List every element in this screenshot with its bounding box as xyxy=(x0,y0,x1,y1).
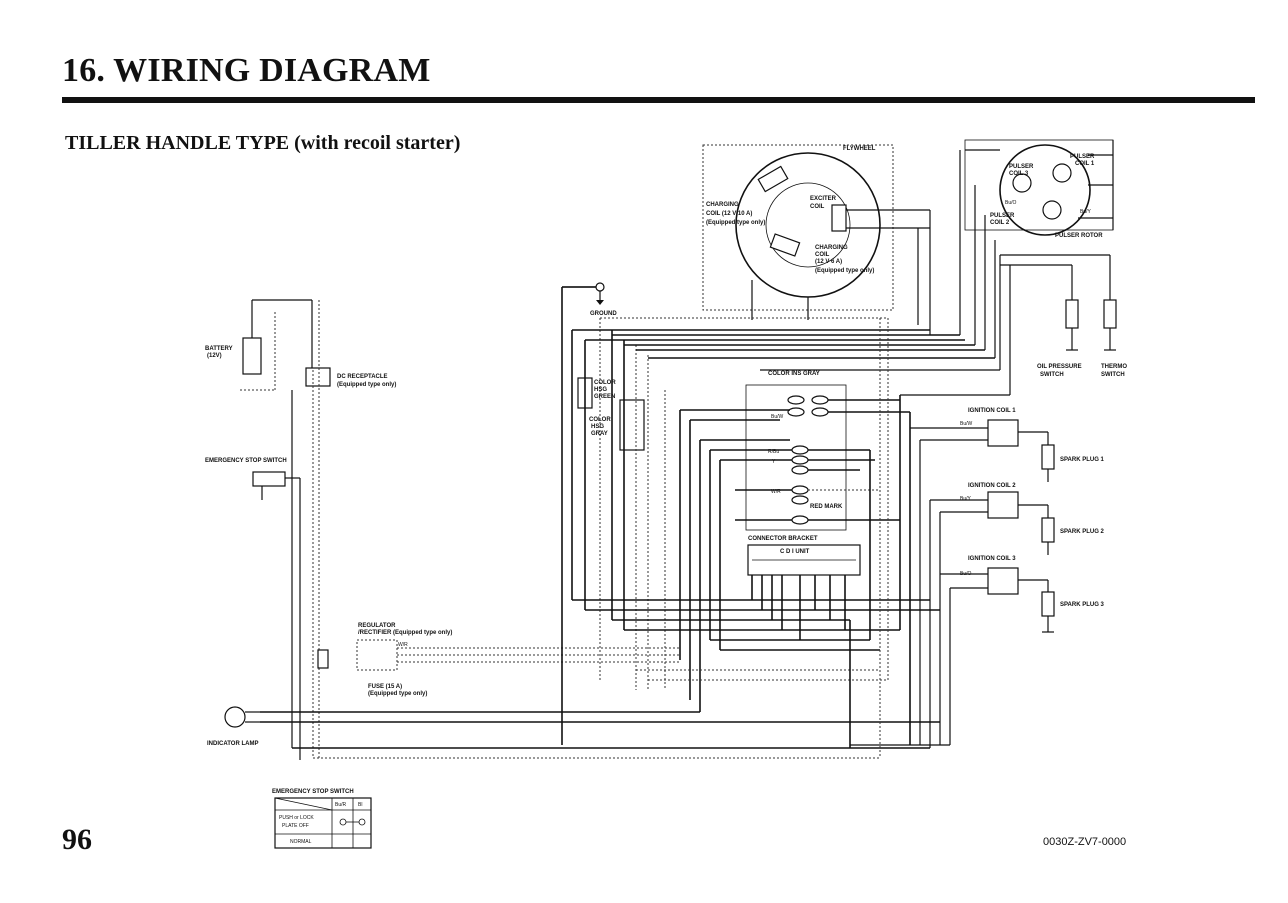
flywheel: FLYWHEEL CHARGING COIL (12 V 10 A) (Equi… xyxy=(702,144,931,335)
flywheel-label: FLYWHEEL xyxy=(843,146,876,152)
charging-coil-10a-label: CHARGING xyxy=(706,202,739,208)
ground-label: GROUND xyxy=(590,311,617,317)
switch-table-col2: Bl xyxy=(358,802,362,808)
color-hsg-green-label: COLOR xyxy=(594,380,616,386)
regulator-label: REGULATOR xyxy=(358,623,396,629)
page-title: 16. WIRING DIAGRAM xyxy=(62,52,431,89)
spark-plug-3: SPARK PLUG 3 xyxy=(1018,579,1105,633)
color-hsg-gray-label-2: HSG xyxy=(591,424,604,430)
charging-coil-6a-label-4: (Equipped type only) xyxy=(815,268,874,274)
emergency-stop-switch-label: EMERGENCY STOP SWITCH xyxy=(205,458,287,464)
ground: GROUND xyxy=(562,282,617,317)
red-mark-label: RED MARK xyxy=(810,504,843,510)
wire-code-r-bu: R/Bu xyxy=(768,449,779,455)
battery-label: BATTERY xyxy=(205,346,233,352)
page-number: 96 xyxy=(62,823,92,856)
spark-plug-3-label: SPARK PLUG 3 xyxy=(1060,602,1105,608)
pulser-assembly: PULSER COIL 3 PULSER COIL 1 PULSER COIL … xyxy=(964,139,1114,239)
ignition-coil-3-label: IGNITION COIL 3 xyxy=(968,556,1016,562)
emergency-stop-table: EMERGENCY STOP SWITCH Bu/R Bl PUSH or LO… xyxy=(272,789,372,849)
pulser-coil-2-label-2: COIL 2 xyxy=(990,220,1010,226)
exciter-coil-label-2: COIL xyxy=(810,204,825,210)
wire-code-bu-y: Bu/Y xyxy=(1080,209,1092,215)
fuse-label-2: (Equipped type only) xyxy=(368,691,427,697)
switch-table-title: EMERGENCY STOP SWITCH xyxy=(272,789,354,795)
thermo-switch-label-2: SWITCH xyxy=(1101,372,1125,378)
ignition-coil-2-label: IGNITION COIL 2 xyxy=(968,483,1016,489)
oil-pressure-switch-label: OIL PRESSURE xyxy=(1037,364,1082,370)
charging-coil-6a-label-3: (12 V 6 A) xyxy=(815,259,842,265)
wire-code-bu-y-2: Bu/Y xyxy=(960,496,972,502)
switch-table-row2: NORMAL xyxy=(290,839,312,845)
switch-table-row1: PUSH or LOCK xyxy=(279,815,314,821)
switch-table-row1-2: PLATE OFF xyxy=(282,823,309,829)
pulser-coil-3-label-2: COIL 3 xyxy=(1009,171,1029,177)
wire-code-w-r: W/R xyxy=(398,642,408,648)
fuse: FUSE (15 A) (Equipped type only) xyxy=(317,649,427,697)
ignition-coil-1: IGNITION COIL 1 Bu/W xyxy=(910,408,1019,447)
document-code: 0030Z-ZV7-0000 xyxy=(1043,836,1127,848)
cdi-unit: C D I UNIT xyxy=(747,544,861,576)
regulator-label-2: /RECTIFIER (Equipped type only) xyxy=(358,630,452,636)
color-hsg-green-connector: COLOR HSG GREEN xyxy=(577,377,616,409)
wire-code-bu-w-2: Bu/W xyxy=(960,421,973,427)
emergency-stop-switch: EMERGENCY STOP SWITCH xyxy=(205,458,301,500)
pulser-coil-2-label: PULSER xyxy=(990,213,1015,219)
color-hsg-green-label-3: GREEN xyxy=(594,394,615,400)
charging-coil-10a-label-2: COIL (12 V 10 A) xyxy=(706,211,752,217)
thermo-switch: THERMO SWITCH xyxy=(1000,254,1127,378)
indicator-lamp: INDICATOR LAMP xyxy=(207,706,260,747)
wire-code-w-r-2: W/R xyxy=(771,489,781,495)
color-hsg-green-label-2: HSG xyxy=(594,387,607,393)
diagram-subtitle: TILLER HANDLE TYPE (with recoil starter) xyxy=(65,132,461,154)
spark-plug-1: SPARK PLUG 1 xyxy=(1018,431,1105,482)
ignition-coil-3: IGNITION COIL 3 Bu/O xyxy=(940,556,1019,595)
pulser-coil-3-label: PULSER xyxy=(1009,164,1034,170)
pulser-coil-1-label: PULSER xyxy=(1070,154,1095,160)
color-hsg-gray-label-3: GRAY xyxy=(591,431,608,437)
spark-plug-2: SPARK PLUG 2 xyxy=(1018,504,1105,555)
ignition-coil-1-label: IGNITION COIL 1 xyxy=(968,408,1016,414)
cdi-unit-label: C D I UNIT xyxy=(780,549,810,555)
oil-pressure-switch: OIL PRESSURE SWITCH xyxy=(1000,264,1082,378)
fuse-label: FUSE (15 A) xyxy=(368,684,402,690)
dc-receptacle: DC RECEPTACLE (Equipped type only) xyxy=(305,367,396,388)
dc-receptacle-label: DC RECEPTACLE xyxy=(337,374,388,380)
pulser-rotor-label: PULSER ROTOR xyxy=(1055,233,1103,239)
ignition-coil-2: IGNITION COIL 2 Bu/Y xyxy=(930,483,1019,519)
exciter-coil-label: EXCITER xyxy=(810,196,837,202)
spark-plug-2-label: SPARK PLUG 2 xyxy=(1060,529,1105,535)
oil-pressure-switch-label-2: SWITCH xyxy=(1040,372,1064,378)
connector-bracket xyxy=(745,384,847,531)
color-ins-gray-label: COLOR INS GRAY xyxy=(768,371,820,377)
charging-coil-6a-label: CHARGING xyxy=(815,245,848,251)
battery: BATTERY (12V) xyxy=(205,299,313,391)
charging-coil-10a-label-3: (Equipped type only) xyxy=(706,220,765,226)
regulator-rectifier: REGULATOR /RECTIFIER (Equipped type only… xyxy=(356,623,680,671)
wire-code-bu-w: Bu/W xyxy=(771,414,784,420)
connector-bracket-label: CONNECTOR BRACKET xyxy=(748,536,818,542)
title-rule xyxy=(62,97,1255,103)
dc-receptacle-label-2: (Equipped type only) xyxy=(337,382,396,388)
spark-plug-1-label: SPARK PLUG 1 xyxy=(1060,457,1105,463)
switch-table-col1: Bu/R xyxy=(335,802,347,808)
battery-label-2: (12V) xyxy=(207,353,222,359)
charging-coil-6a-label-2: COIL xyxy=(815,252,830,258)
color-ins-gray-connectors: COLOR INS GRAY R/Bu Y W/R Bu/W xyxy=(768,371,829,525)
wire-code-y: Y xyxy=(772,459,776,465)
wire-code-bu-o: Bu/O xyxy=(1005,200,1017,206)
pulser-coil-1-label-2: COIL 1 xyxy=(1075,161,1095,167)
thermo-switch-label: THERMO xyxy=(1101,364,1127,370)
indicator-lamp-label: INDICATOR LAMP xyxy=(207,741,258,747)
